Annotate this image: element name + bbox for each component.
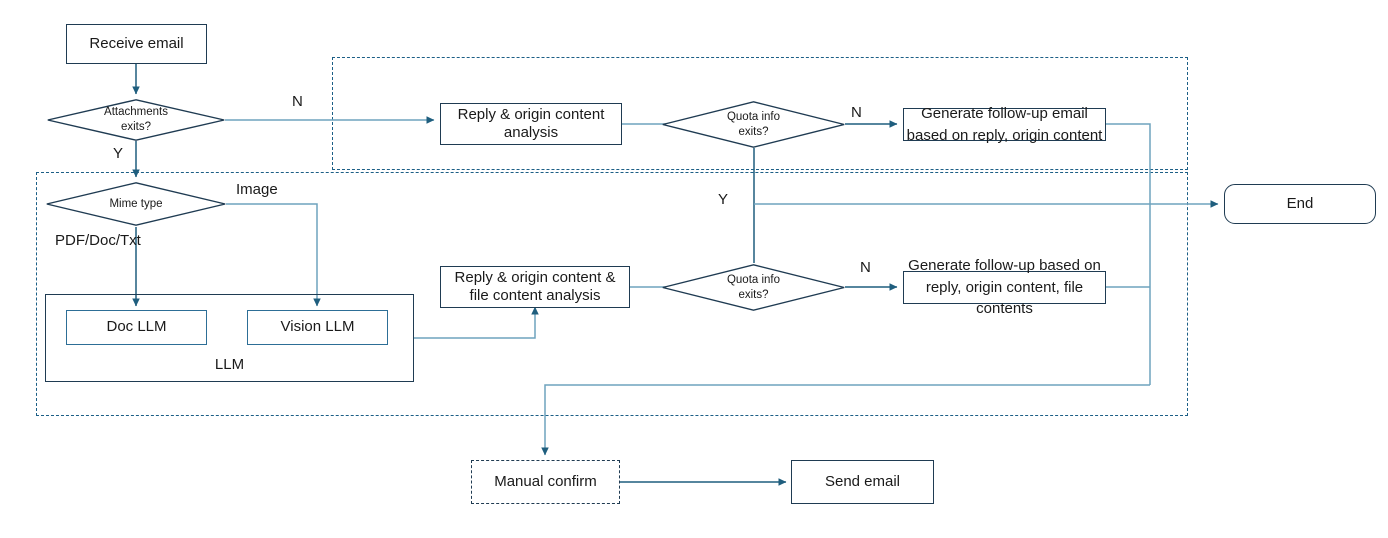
node-mime-type[interactable]: Mime type	[46, 182, 226, 226]
node-doc-llm-label: Doc LLM	[106, 318, 167, 336]
node-attachments-exits-label: Attachments exits?	[104, 106, 168, 133]
group-llm-label: LLM	[214, 355, 245, 373]
node-vision-llm[interactable]: Vision LLM	[247, 310, 388, 345]
node-reply-origin-file-analysis[interactable]: Reply & origin content & file content an…	[440, 266, 630, 308]
node-end[interactable]: End	[1224, 184, 1376, 224]
edge-label-quota-bottom-no: N	[860, 259, 871, 276]
node-quota-info-bottom-label: Quota info exits?	[726, 273, 781, 301]
node-quota-info-top-label: Quota info exits?	[726, 110, 781, 138]
group-llm: LLM	[45, 294, 414, 382]
node-quota-info-top[interactable]: Quota info exits?	[662, 101, 845, 148]
node-end-label: End	[1286, 194, 1314, 212]
node-manual-confirm-label: Manual confirm	[494, 472, 597, 490]
node-reply-origin-analysis-label: Reply & origin content analysis	[457, 105, 605, 141]
node-send-email[interactable]: Send email	[791, 460, 934, 504]
edge-label-quota-yes: Y	[718, 191, 729, 208]
node-generate-followup-email[interactable]	[903, 108, 1106, 141]
node-reply-origin-analysis[interactable]: Reply & origin content analysis	[440, 103, 622, 145]
edge-label-attachments-yes: Y	[113, 145, 124, 162]
node-receive-email-label: Receive email	[89, 34, 184, 52]
node-quota-info-bottom[interactable]: Quota info exits?	[662, 264, 845, 311]
node-send-email-label: Send email	[824, 472, 901, 490]
node-vision-llm-label: Vision LLM	[280, 318, 355, 336]
edge-label-quota-top-no: N	[851, 104, 862, 121]
node-manual-confirm[interactable]: Manual confirm	[471, 460, 620, 504]
node-receive-email[interactable]: Receive email	[66, 24, 207, 64]
edge-label-mime-doc: PDF/Doc/Txt	[55, 232, 141, 249]
node-generate-followup-file[interactable]	[903, 271, 1106, 304]
region-no-attachment-path	[332, 57, 1188, 170]
node-reply-origin-file-analysis-label: Reply & origin content & file content an…	[454, 268, 616, 304]
edge-label-attachments-no: N	[292, 93, 303, 110]
node-attachments-exits[interactable]: Attachments exits?	[47, 99, 225, 141]
edge-label-mime-image: Image	[236, 181, 278, 198]
node-doc-llm[interactable]: Doc LLM	[66, 310, 207, 345]
node-mime-type-label: Mime type	[109, 197, 163, 210]
